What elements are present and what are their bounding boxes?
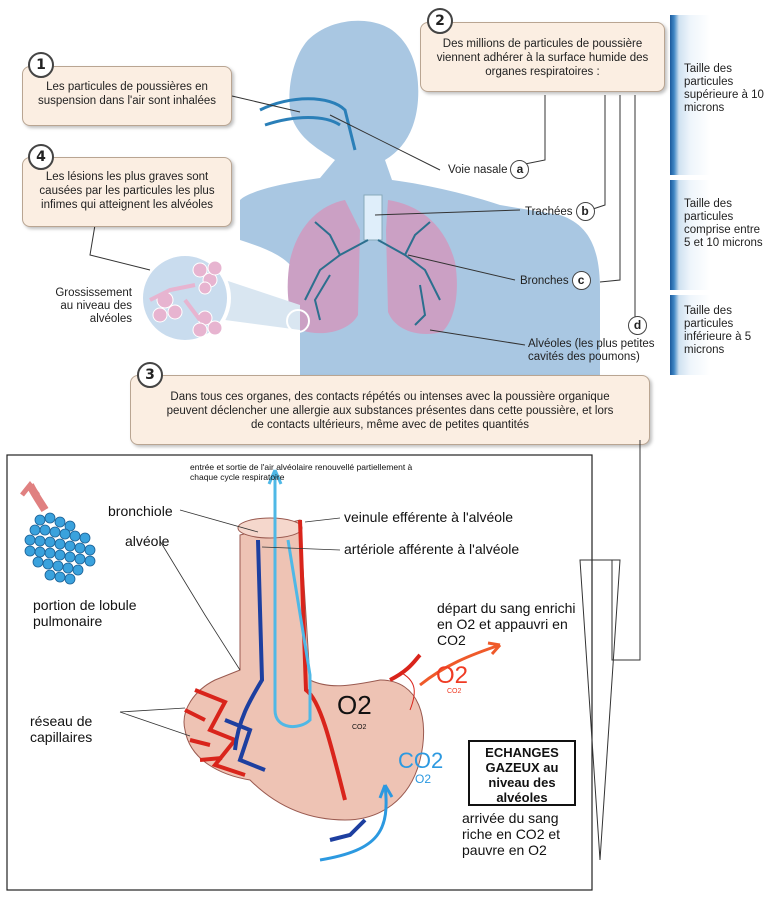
step-3-marker: 3 bbox=[137, 362, 163, 388]
sch-o2-big: O2 bbox=[337, 690, 372, 721]
size-band-3: Taille des particules inférieure à 5 mic… bbox=[670, 295, 764, 375]
taille-1: Taille des particules supérieure à 10 mi… bbox=[670, 15, 764, 115]
letter-c: c bbox=[572, 271, 591, 290]
trachea bbox=[364, 195, 382, 240]
sch-entree: entrée et sortie de l'air alvéolaire ren… bbox=[190, 462, 430, 482]
box-1: Les particules de poussières en suspensi… bbox=[22, 66, 232, 126]
letter-d: d bbox=[628, 316, 647, 335]
step-4-marker: 4 bbox=[28, 144, 54, 170]
box-4-text: Les lésions les plus graves sont causées… bbox=[39, 171, 214, 211]
box-1-text: Les particules de poussières en suspensi… bbox=[38, 81, 216, 107]
size-band-1: Taille des particules supérieure à 10 mi… bbox=[670, 15, 764, 175]
box-4: Les lésions les plus graves sont causées… bbox=[22, 157, 232, 227]
box-3-text: Dans tous ces organes, des contacts répé… bbox=[167, 391, 614, 431]
sch-depart: départ du sang enrichi en O2 et appauvri… bbox=[437, 600, 577, 648]
label-grossissement: Grossissement au niveau des alvéoles bbox=[40, 287, 132, 326]
sch-o2-red: O2 bbox=[436, 662, 468, 690]
step-1-marker: 1 bbox=[28, 52, 54, 78]
sch-o2-blue: O2 bbox=[415, 772, 431, 786]
box-2-text: Des millions de particules de poussière … bbox=[437, 38, 649, 78]
taille-2: Taille des particules comprise entre 5 e… bbox=[670, 180, 764, 250]
letter-b: b bbox=[576, 202, 595, 221]
box-2: Des millions de particules de poussière … bbox=[420, 22, 665, 92]
size-band-2: Taille des particules comprise entre 5 e… bbox=[670, 180, 764, 290]
step-2-marker: 2 bbox=[427, 8, 453, 34]
sch-echanges: ECHANGES GAZEUX au niveau des alvéoles bbox=[468, 740, 576, 806]
sch-co2-blue: CO2 bbox=[398, 748, 443, 774]
sch-veinule: veinule efférente à l'alvéole bbox=[344, 509, 513, 525]
sch-alveole: alvéole bbox=[125, 533, 169, 549]
box-3: Dans tous ces organes, des contacts répé… bbox=[130, 375, 650, 445]
taille-3: Taille des particules inférieure à 5 mic… bbox=[670, 295, 764, 357]
sch-arteriole: artériole afférente à l'alvéole bbox=[344, 541, 519, 557]
sch-co2-small: CO2 bbox=[352, 724, 366, 731]
letter-d-wrap: d bbox=[625, 316, 647, 335]
sch-reseau: réseau de capillaires bbox=[30, 713, 140, 745]
sch-co2-red: CO2 bbox=[447, 688, 461, 695]
letter-a: a bbox=[510, 160, 529, 179]
sch-bronchiole: bronchiole bbox=[108, 503, 173, 519]
sch-portion: portion de lobule pulmonaire bbox=[33, 597, 173, 629]
sch-arrivee: arrivée du sang riche en CO2 et pauvre e… bbox=[462, 810, 582, 858]
label-alveoles: Alvéoles (les plus petites cavités des p… bbox=[528, 338, 668, 364]
